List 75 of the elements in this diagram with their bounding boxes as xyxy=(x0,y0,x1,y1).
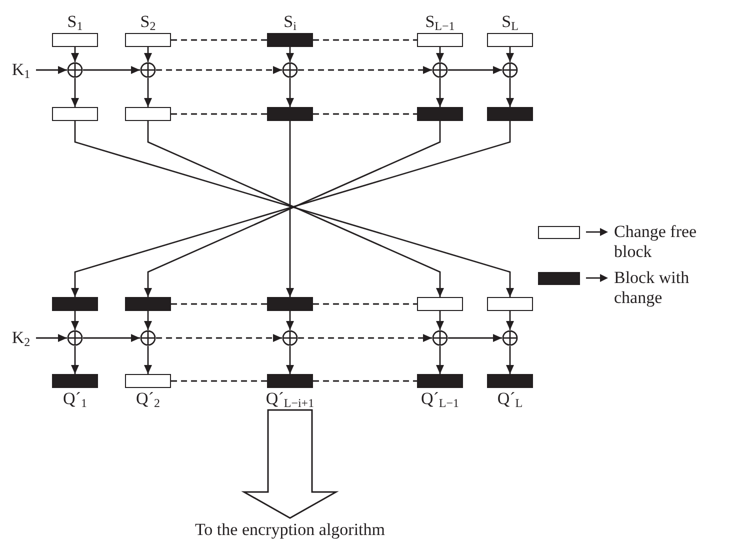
block xyxy=(417,297,463,311)
dashed-line xyxy=(313,380,417,382)
block xyxy=(417,107,463,121)
block-label: Q´$_{L−i+1}$ xyxy=(264,388,316,410)
arrow xyxy=(506,78,514,107)
block xyxy=(52,107,98,121)
arrow xyxy=(286,346,294,374)
arrow xyxy=(286,78,294,107)
arrow xyxy=(144,47,152,62)
arrow xyxy=(506,346,514,374)
block-label: S$_{L−1}$ xyxy=(424,11,456,33)
xor-symbol xyxy=(140,330,156,346)
dashed-line xyxy=(171,113,267,115)
block-label: S$_{i}$ xyxy=(282,11,298,33)
arrow xyxy=(506,47,514,62)
xor-symbol xyxy=(432,330,448,346)
arrow xyxy=(156,334,282,342)
legend-text: Block with change xyxy=(614,268,690,308)
block-label: S$_{1}$ xyxy=(66,11,84,33)
arrow xyxy=(144,78,152,107)
dashed-line xyxy=(313,303,417,305)
block xyxy=(125,297,171,311)
block xyxy=(52,297,98,311)
dashed-line xyxy=(313,113,417,115)
arrow xyxy=(298,66,432,74)
arrow xyxy=(71,311,79,330)
arrow xyxy=(506,311,514,330)
arrow xyxy=(286,311,294,330)
xor-symbol xyxy=(502,330,518,346)
arrow xyxy=(156,66,282,74)
arrow xyxy=(448,334,502,342)
dashed-line xyxy=(171,303,267,305)
block xyxy=(487,107,533,121)
arrow xyxy=(144,346,152,374)
arrow xyxy=(71,346,79,374)
dashed-line xyxy=(171,380,267,382)
arrow xyxy=(36,334,67,342)
arrow xyxy=(83,334,140,342)
block-label: S$_{L}$ xyxy=(500,11,520,33)
arrow xyxy=(436,346,444,374)
block-label: S$_{2}$ xyxy=(139,11,157,33)
arrow xyxy=(448,66,502,74)
arrow xyxy=(286,47,294,62)
arrow xyxy=(436,311,444,330)
xor-symbol xyxy=(502,62,518,78)
block xyxy=(125,107,171,121)
xor-symbol xyxy=(282,330,298,346)
block-label: Q´$_{L}$ xyxy=(496,388,524,410)
arrow xyxy=(436,78,444,107)
arrow xyxy=(71,78,79,107)
xor-symbol xyxy=(67,330,83,346)
xor-symbol xyxy=(140,62,156,78)
destination-label: To the encryption algorithm xyxy=(175,518,405,542)
arrow xyxy=(436,47,444,62)
dashed-line xyxy=(313,39,417,41)
block-arrow xyxy=(241,409,339,519)
block-label: Q´$_{1}$ xyxy=(62,388,88,410)
arrow xyxy=(36,66,67,74)
arrow xyxy=(298,334,432,342)
arrow xyxy=(144,311,152,330)
block xyxy=(267,107,313,121)
key-label: K$_{1}$ xyxy=(6,58,36,82)
arrow xyxy=(83,66,140,74)
xor-symbol xyxy=(432,62,448,78)
arrow xyxy=(71,47,79,62)
block-label: Q´$_{L−1}$ xyxy=(420,388,460,410)
xor-symbol xyxy=(67,62,83,78)
key-label: K$_{2}$ xyxy=(6,326,36,350)
block xyxy=(487,297,533,311)
block-label: Q´$_{2}$ xyxy=(135,388,161,410)
legend-text: Change free block xyxy=(614,222,698,262)
arrow xyxy=(286,121,294,297)
xor-symbol xyxy=(282,62,298,78)
block xyxy=(267,297,313,311)
dashed-line xyxy=(171,39,267,41)
